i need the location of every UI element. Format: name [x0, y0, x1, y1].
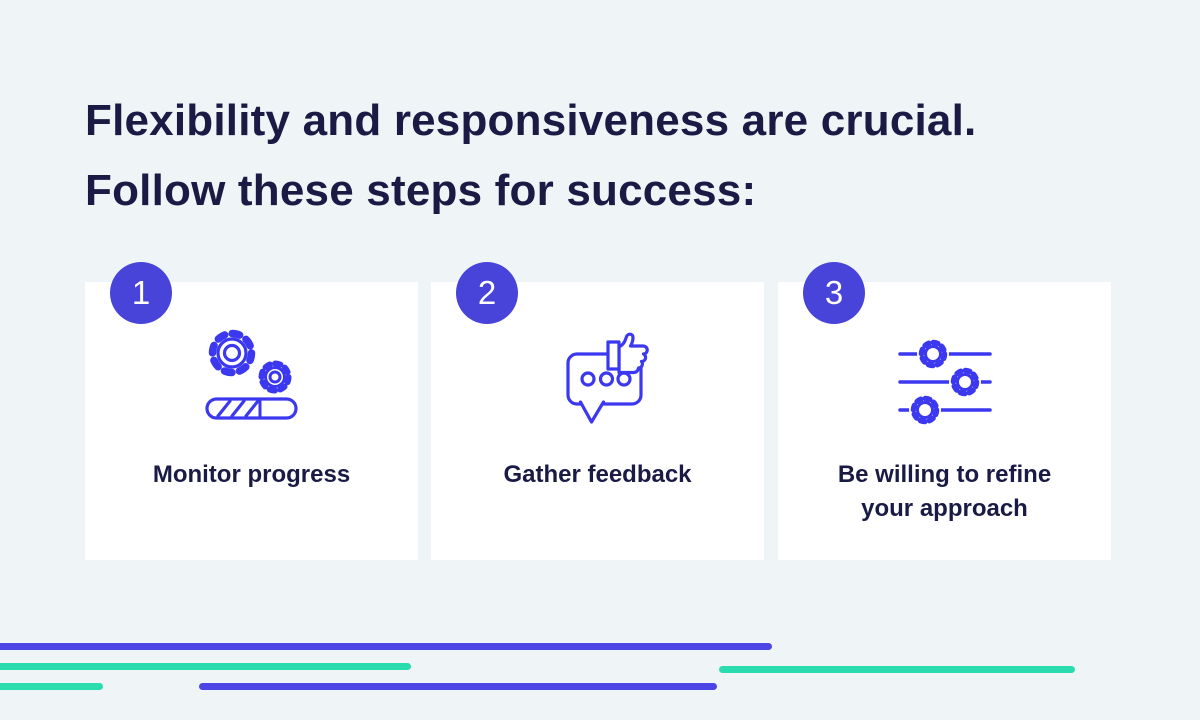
step-card-3: 3 Be willing to refine yo — [778, 262, 1111, 560]
decor-line-teal-right — [719, 666, 1075, 673]
sliders-gears-icon — [778, 326, 1111, 426]
gears-progress-icon — [85, 326, 418, 422]
decor-line-blue-top — [0, 643, 772, 650]
page-title: Flexibility and responsiveness are cruci… — [85, 86, 976, 226]
step-card-2: 2 Gather feedback — [431, 262, 764, 560]
step-1-number-badge: 1 — [110, 262, 172, 324]
step-3-label: Be willing to refine your approach — [837, 461, 1052, 522]
decor-line-blue-bottom — [199, 683, 717, 690]
step-3-number-badge: 3 — [803, 262, 865, 324]
step-3-number: 3 — [824, 274, 844, 311]
speech-bubble-thumbs-up-icon — [441, 326, 774, 426]
step-2-label: Gather feedback — [503, 461, 692, 488]
page-title-line1: Flexibility and responsiveness are cruci… — [85, 96, 977, 145]
decor-line-teal-left — [0, 663, 411, 670]
step-2-number-badge: 2 — [456, 262, 518, 324]
step-1-number: 1 — [131, 274, 151, 311]
page-title-line2: Follow these steps for success: — [85, 166, 757, 215]
step-1-label: Monitor progress — [152, 461, 351, 488]
decor-line-teal-short — [0, 683, 103, 690]
step-card-1: 1 Monitor progre — [85, 262, 418, 560]
step-2-number: 2 — [477, 274, 497, 311]
